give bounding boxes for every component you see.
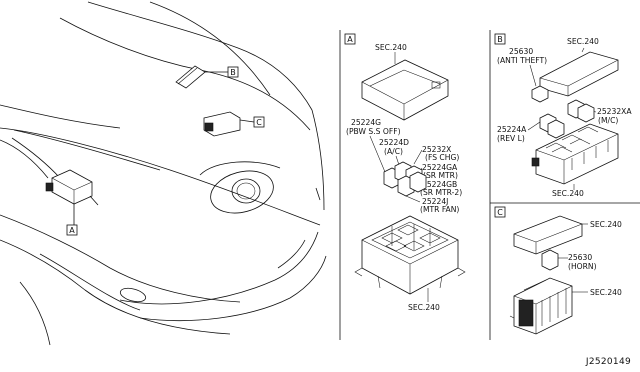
relay-25224j: 25224J — [422, 197, 448, 206]
relay-25630-c: 25630 — [568, 253, 592, 262]
callout-c-label: C — [256, 118, 262, 127]
panel-b-sec-top: SEC.240 — [567, 37, 599, 46]
panel-a-sec-bottom: SEC.240 — [408, 303, 440, 312]
callout-b-label: B — [230, 68, 236, 77]
callout-c: C — [253, 116, 265, 128]
diagram-code: J2520149 — [585, 357, 631, 367]
fuse-cover-b — [539, 47, 619, 97]
panel-b-letter: B — [497, 35, 503, 44]
panel-c-letter: C — [497, 208, 503, 217]
panel-a-letter: A — [347, 35, 353, 44]
panel-b-sec-bottom: SEC.240 — [552, 189, 584, 198]
fuse-box-cover — [361, 59, 449, 121]
relay-25224gb-note: (SR MTR-2) — [420, 188, 462, 197]
relay-25232x-note: (FS CHG) — [425, 153, 459, 162]
relay-25232xa-note: (M/C) — [598, 116, 618, 125]
relay-horn — [541, 249, 568, 271]
fuse-block-b — [531, 123, 619, 185]
relay-25630-c-note: (HORN) — [568, 262, 597, 271]
fuse-box-base — [354, 215, 466, 295]
ecu-module-a — [45, 169, 99, 225]
fuse-block-c — [509, 277, 573, 335]
relay-25224j-note: (MTR FAN) — [420, 205, 459, 214]
relay-cluster-a — [369, 135, 427, 203]
relay-25224d: 25224D — [379, 138, 409, 147]
callout-a: A — [66, 224, 78, 236]
callout-a-label: A — [69, 226, 75, 235]
relay-rev-l — [527, 113, 565, 139]
relay-25232x: 25232X — [422, 145, 451, 154]
relay-anti-theft — [529, 64, 549, 103]
fuse-cover-c — [513, 215, 583, 255]
panel-b: B SEC.240 25630 (ANTI THEFT) 25232XA (M/… — [494, 33, 632, 198]
relay-25630-b: 25630 — [509, 47, 533, 56]
panel-c: C SEC.240 25630 (HORN) SEC.240 — [494, 206, 622, 335]
relay-25224a: 25224A — [497, 125, 527, 134]
relay-25232xa: 25232XA — [597, 107, 632, 116]
relay-25224d-note: (A/C) — [384, 147, 403, 156]
callout-b: B — [227, 66, 239, 78]
panel-a-sec-top: SEC.240 — [375, 43, 407, 52]
panel-c-sec-top: SEC.240 — [590, 220, 622, 229]
relay-25630-b-note: (ANTI THEFT) — [497, 56, 547, 65]
relay-25224ga-note: (SR MTR) — [423, 171, 458, 180]
relay-25224ga: 25224GA — [422, 163, 458, 172]
relay-mc — [567, 99, 595, 123]
relay-25224gb: 25224GB — [422, 180, 457, 189]
panel-a: A SEC.240 25224G (PBW S.S OFF) 25224D (A… — [344, 33, 466, 312]
car-front-illustration — [0, 1, 327, 346]
relay-b — [175, 65, 228, 89]
relay-25224a-note: (REV L) — [497, 134, 525, 143]
module-c — [203, 111, 255, 137]
relay-25224g-note: (PBW S.S OFF) — [346, 127, 401, 136]
relay-25224g: 25224G — [351, 118, 381, 127]
panel-c-sec-bottom: SEC.240 — [590, 288, 622, 297]
